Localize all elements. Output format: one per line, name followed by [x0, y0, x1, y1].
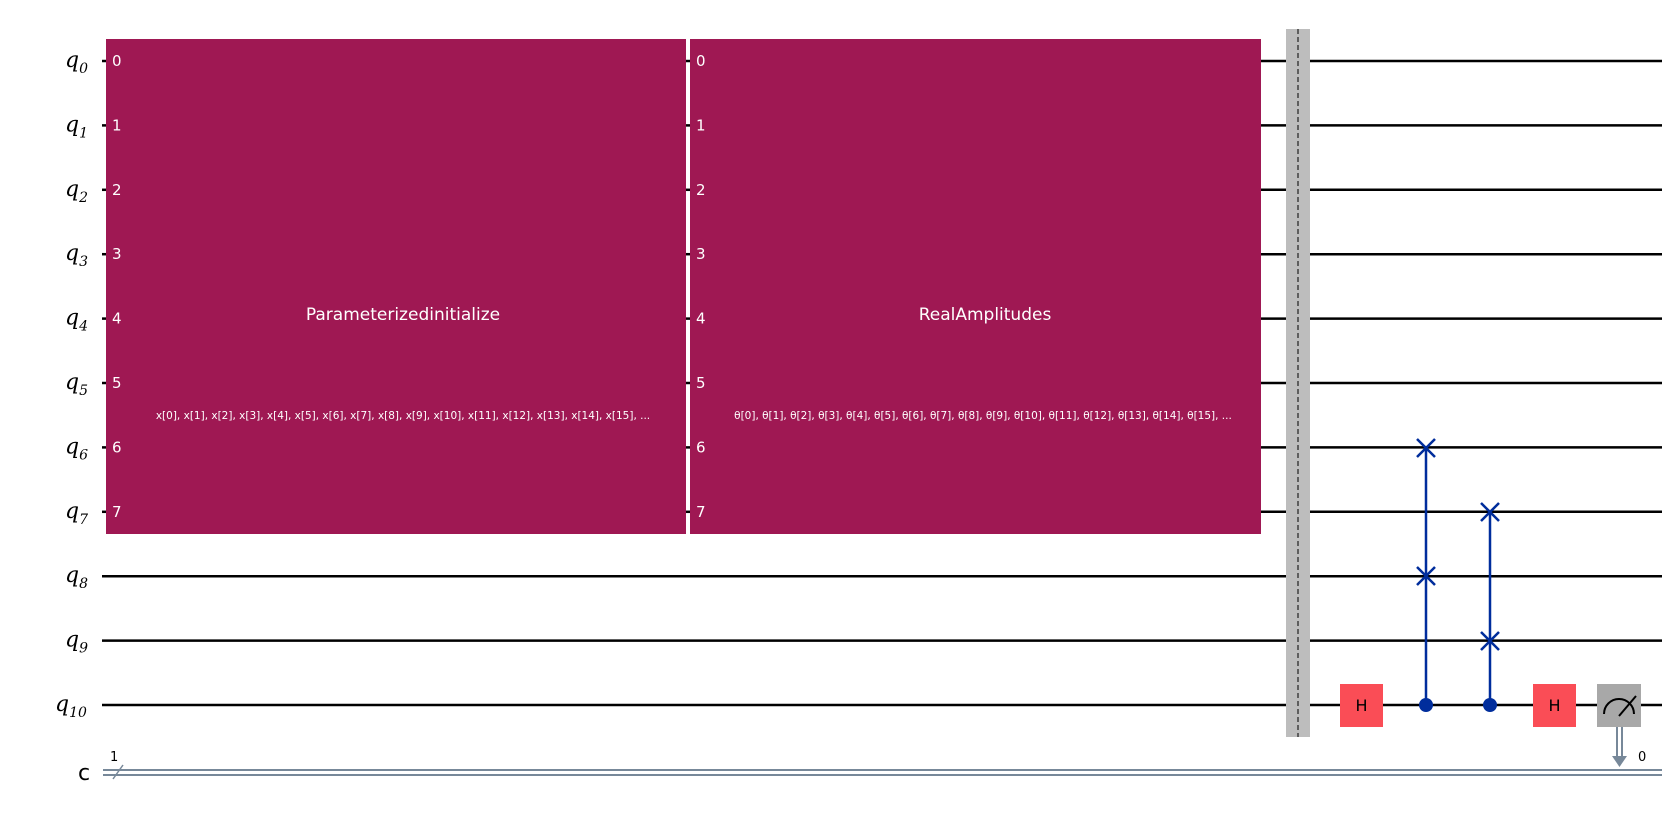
measure-arrow [1612, 756, 1627, 767]
classical-register: c 1 0 [78, 750, 1662, 786]
qubit-label-q2: q2 [65, 177, 88, 206]
realamplitudes-title: RealAmplitudes [919, 305, 1052, 325]
block1-pin-1: 1 [112, 116, 122, 134]
qubit-label-q7: q7 [65, 499, 88, 528]
block2-pin-2: 2 [696, 181, 706, 199]
block2-pin-1: 1 [696, 116, 706, 134]
block2-pin-6: 6 [696, 438, 706, 456]
cswap-1-control-dot [1419, 698, 1433, 712]
qubit-label-q8: q8 [65, 563, 88, 592]
qubit-label-q9: q9 [65, 628, 88, 657]
cswap-2-target-q9 [1480, 631, 1500, 651]
parameterizedinitialize-params: x[0], x[1], x[2], x[3], x[4], x[5], x[6]… [156, 410, 650, 422]
qubit-label-q10: q10 [55, 692, 87, 721]
qubit-label-q4: q4 [65, 306, 88, 335]
qubit-wires [102, 59, 1662, 707]
cswap-1-target-q6 [1416, 438, 1436, 458]
block2-pin-3: 3 [696, 245, 706, 263]
classical-width-label: 1 [110, 750, 118, 765]
classical-register-label: c [78, 761, 90, 786]
qubit-label-q1: q1 [65, 112, 88, 141]
qubit-label-q3: q3 [65, 241, 88, 270]
realamplitudes-pins: 0 1 2 3 4 5 6 7 [696, 52, 706, 521]
h-gate-1-label: H [1355, 696, 1367, 715]
measure-gate [1597, 684, 1641, 767]
block1-pin-6: 6 [112, 438, 122, 456]
h-gate-2-box [1533, 684, 1576, 727]
parameterizedinitialize-title: Parameterizedinitialize [306, 305, 500, 325]
cswap-2-control-dot [1483, 698, 1497, 712]
realamplitudes-block: 0 1 2 3 4 5 6 7 RealAmplitudes θ[0], θ[1], θ[2]… [690, 39, 1261, 534]
bus-width-slash [112, 764, 124, 780]
cswap-2-target-q7 [1480, 502, 1500, 522]
barrier [1286, 29, 1310, 737]
block2-pin-5: 5 [696, 374, 706, 392]
cswap-1-target-q8 [1416, 566, 1436, 586]
qubit-labels: q0 q1 q2 q3 q4 q5 q6 q7 q8 q9 q10 [55, 48, 88, 721]
cswap-gate-2 [1480, 502, 1500, 712]
block1-pin-7: 7 [112, 503, 122, 521]
h-gate-1: H [1340, 684, 1383, 727]
realamplitudes-box [690, 39, 1261, 534]
measure-meter-arc [1603, 698, 1635, 715]
parameterizedinitialize-box [106, 39, 686, 534]
h-gate-2-label: H [1548, 696, 1560, 715]
block2-pin-0: 0 [696, 52, 706, 70]
block2-pin-4: 4 [696, 310, 706, 328]
measure-bit-label: 0 [1638, 750, 1646, 765]
block1-pin-5: 5 [112, 374, 122, 392]
measure-meter-needle [1618, 695, 1637, 717]
block1-pin-2: 2 [112, 181, 122, 199]
block1-pin-0: 0 [112, 52, 122, 70]
block1-pin-3: 3 [112, 245, 122, 263]
cswap-gate-1 [1416, 438, 1436, 712]
realamplitudes-params: θ[0], θ[1], θ[2], θ[3], θ[4], θ[5], θ[6]… [734, 410, 1232, 422]
h-gate-1-box [1340, 684, 1383, 727]
qubit-label-q5: q5 [65, 370, 88, 399]
block1-pin-4: 4 [112, 310, 122, 328]
h-gate-2: H [1533, 684, 1576, 727]
measure-box [1597, 684, 1641, 727]
parameterizedinitialize-pins: 0 1 2 3 4 5 6 7 [112, 52, 122, 521]
block2-pin-7: 7 [696, 503, 706, 521]
qubit-label-q0: q0 [65, 48, 88, 77]
parameterizedinitialize-block: 0 1 2 3 4 5 6 7 Parameterizedinitialize x[0], x… [106, 39, 686, 534]
qubit-label-q6: q6 [65, 434, 88, 463]
